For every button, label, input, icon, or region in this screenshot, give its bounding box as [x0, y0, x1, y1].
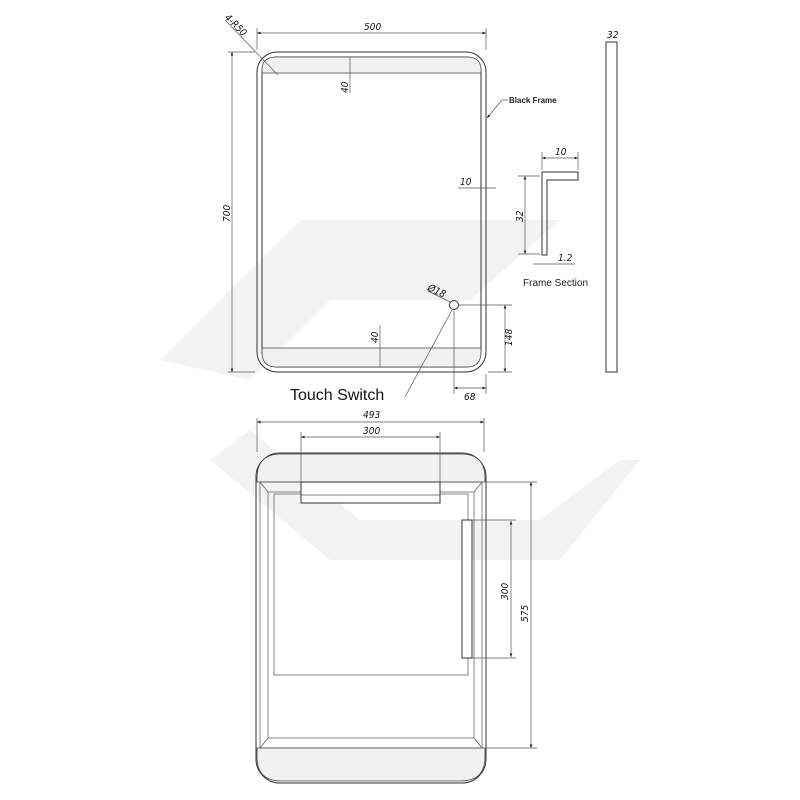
frame-section-title: Frame Section: [523, 278, 588, 289]
section-thickness-dimension: 1.2: [558, 253, 573, 264]
top-strip-dimension: 300: [363, 426, 380, 437]
touch-switch-label: Touch Switch: [290, 387, 384, 404]
switch-height-dimension: 148: [504, 329, 515, 346]
section-height-dimension: 32: [515, 210, 526, 222]
frame-section: 10 32 1.2 Frame Section: [515, 147, 588, 289]
back-width-dimension: 493: [363, 410, 380, 421]
frame-width-dimension: 10: [460, 177, 472, 188]
bottom-band-dimension: 40: [370, 331, 381, 343]
switch-side-dimension: 68: [464, 392, 476, 403]
top-band-dimension: 40: [340, 81, 351, 93]
back-view: 300 493 300 575: [255, 410, 537, 784]
corner-radius-label: 4-R50: [222, 12, 249, 39]
black-frame-label: Black Frame: [509, 96, 557, 105]
back-height-dimension: 575: [520, 605, 531, 622]
width-dimension: 500: [364, 22, 381, 33]
front-view: 500 700 4-R50 40 40 Black Frame 10 Ø18 1…: [222, 12, 557, 404]
watermark-logo: [160, 220, 640, 560]
section-top-dimension: 10: [555, 147, 567, 158]
depth-dimension: 32: [607, 30, 619, 41]
side-strip-dimension: 300: [500, 583, 511, 600]
height-dimension: 700: [222, 205, 233, 222]
side-view: 32: [605, 30, 619, 373]
touch-switch-icon: [449, 300, 459, 310]
